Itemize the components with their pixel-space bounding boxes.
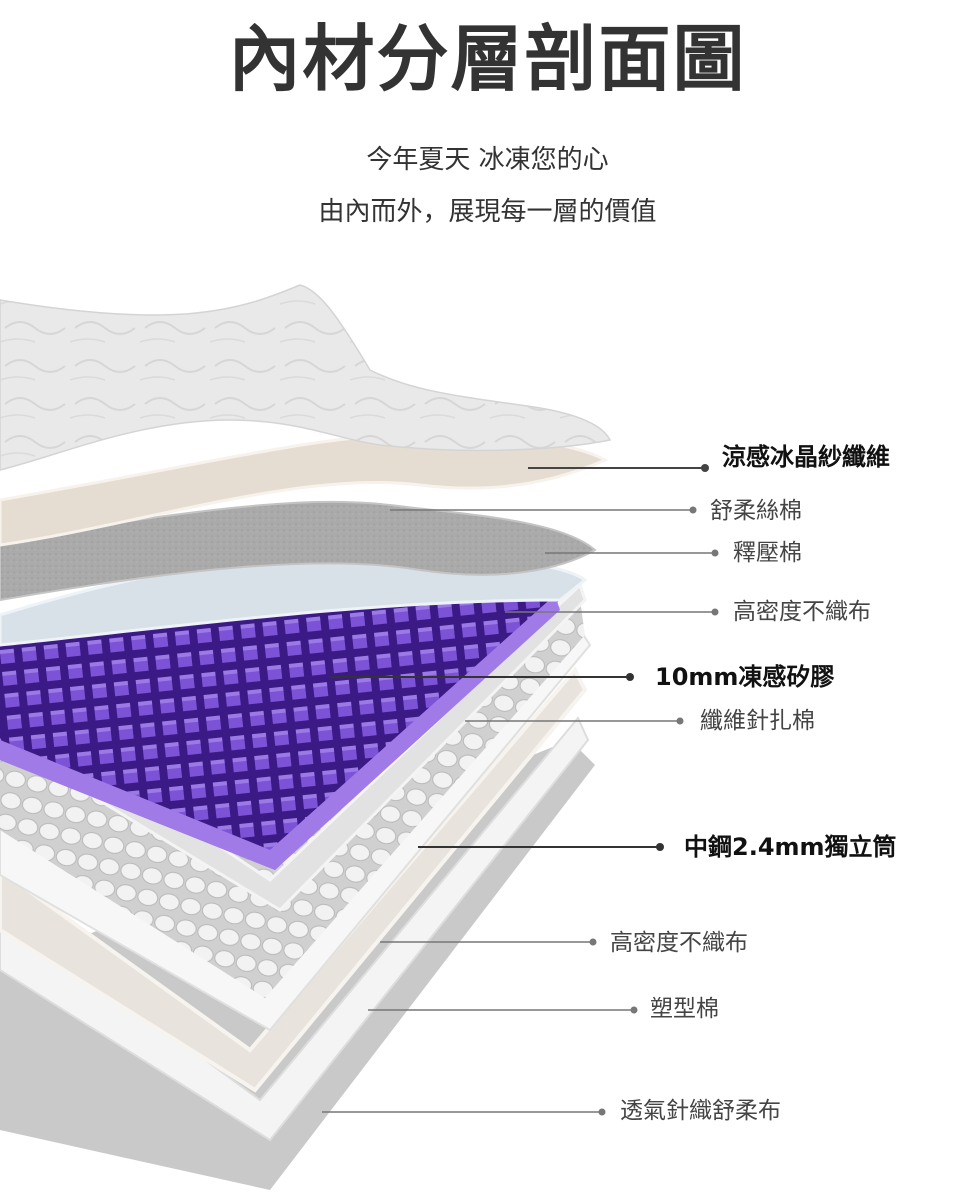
layer-soft-silk-cotton bbox=[0, 432, 609, 547]
layer-cooling-gel bbox=[0, 585, 560, 870]
label-breathable-knit-fabric: 透氣針織舒柔布 bbox=[620, 1098, 781, 1124]
label-shaping-foam: 塑型棉 bbox=[650, 996, 719, 1022]
page-title: 內材分層剖面圖 bbox=[228, 17, 747, 101]
layer-cooling-crystal-yarn bbox=[0, 284, 612, 471]
label-soft-silk-cotton: 舒柔絲棉 bbox=[710, 498, 802, 524]
layer-memory-foam bbox=[0, 500, 597, 602]
label-cooling-crystal-yarn: 涼感冰晶紗纖維 bbox=[722, 443, 890, 471]
label-memory-foam: 釋壓棉 bbox=[733, 540, 802, 566]
mattress-cross-section bbox=[0, 284, 719, 1190]
layer-shaping-foam bbox=[0, 666, 588, 1093]
label-fiber-needle-felt: 纖維針扎棉 bbox=[700, 708, 815, 734]
layer-fiber-needle-felt bbox=[0, 582, 587, 912]
label-nonwoven-fabric-upper: 高密度不織布 bbox=[733, 599, 871, 625]
subtitle-line-1: 今年夏天 冰凍您的心 bbox=[366, 145, 609, 175]
leader-lines bbox=[322, 464, 719, 1116]
label-cooling-gel: 10mm凍感矽膠 bbox=[655, 663, 835, 691]
label-pocket-springs: 中鋼2.4mm獨立筒 bbox=[684, 833, 897, 861]
subtitle-line-2: 由內而外，展現每一層的價值 bbox=[318, 197, 657, 227]
label-nonwoven-fabric-lower: 高密度不織布 bbox=[610, 930, 748, 956]
